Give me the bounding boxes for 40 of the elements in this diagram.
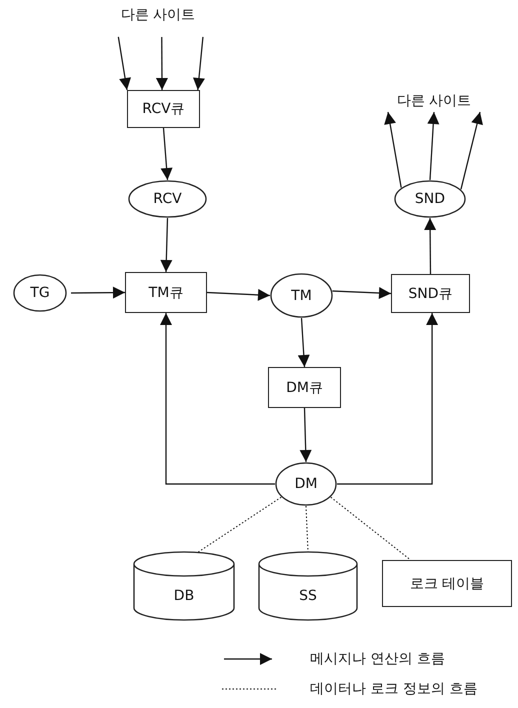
arrow bbox=[156, 37, 168, 90]
arrow bbox=[337, 313, 438, 485]
node-label: SND큐 bbox=[408, 284, 453, 302]
node-label: RCV bbox=[153, 191, 182, 207]
node-label: DB bbox=[174, 588, 194, 604]
node-label: SS bbox=[299, 588, 317, 604]
arrow bbox=[460, 112, 483, 190]
arrow bbox=[193, 36, 205, 90]
node-label: TG bbox=[30, 285, 50, 301]
queue-box bbox=[127, 90, 200, 128]
queue-box bbox=[125, 272, 207, 313]
arrow bbox=[332, 287, 392, 299]
dotted-connector bbox=[306, 506, 308, 552]
node-label: TM bbox=[291, 288, 312, 304]
queue-box bbox=[391, 274, 470, 313]
arrow bbox=[118, 36, 131, 90]
arrow bbox=[71, 286, 125, 299]
node-label: TM큐 bbox=[148, 284, 184, 302]
node-label: DM큐 bbox=[286, 378, 323, 396]
arrow bbox=[300, 408, 312, 462]
arrow bbox=[160, 128, 173, 180]
arrow bbox=[424, 218, 436, 274]
arrow bbox=[160, 313, 275, 485]
arrow bbox=[427, 112, 440, 180]
arrow bbox=[384, 112, 402, 188]
site-label: 다른 사이트 bbox=[112, 4, 204, 26]
dotted-connector bbox=[198, 496, 282, 552]
dotted-connector bbox=[330, 496, 412, 560]
arrow bbox=[206, 288, 270, 301]
arrow bbox=[160, 218, 172, 272]
legend-label: 데이터나 로크 정보의 흐름 bbox=[310, 680, 478, 698]
node-label: 로크 테이블 bbox=[410, 574, 484, 592]
arrow bbox=[298, 318, 310, 368]
queue-box bbox=[268, 367, 341, 408]
queue-box bbox=[382, 560, 512, 607]
legend-label: 메시지나 연산의 흐름 bbox=[310, 650, 445, 668]
node-label: DM bbox=[294, 476, 318, 492]
site-label: 다른 사이트 bbox=[388, 90, 480, 112]
node-label: RCV큐 bbox=[142, 100, 185, 118]
node-label: SND bbox=[414, 191, 446, 207]
